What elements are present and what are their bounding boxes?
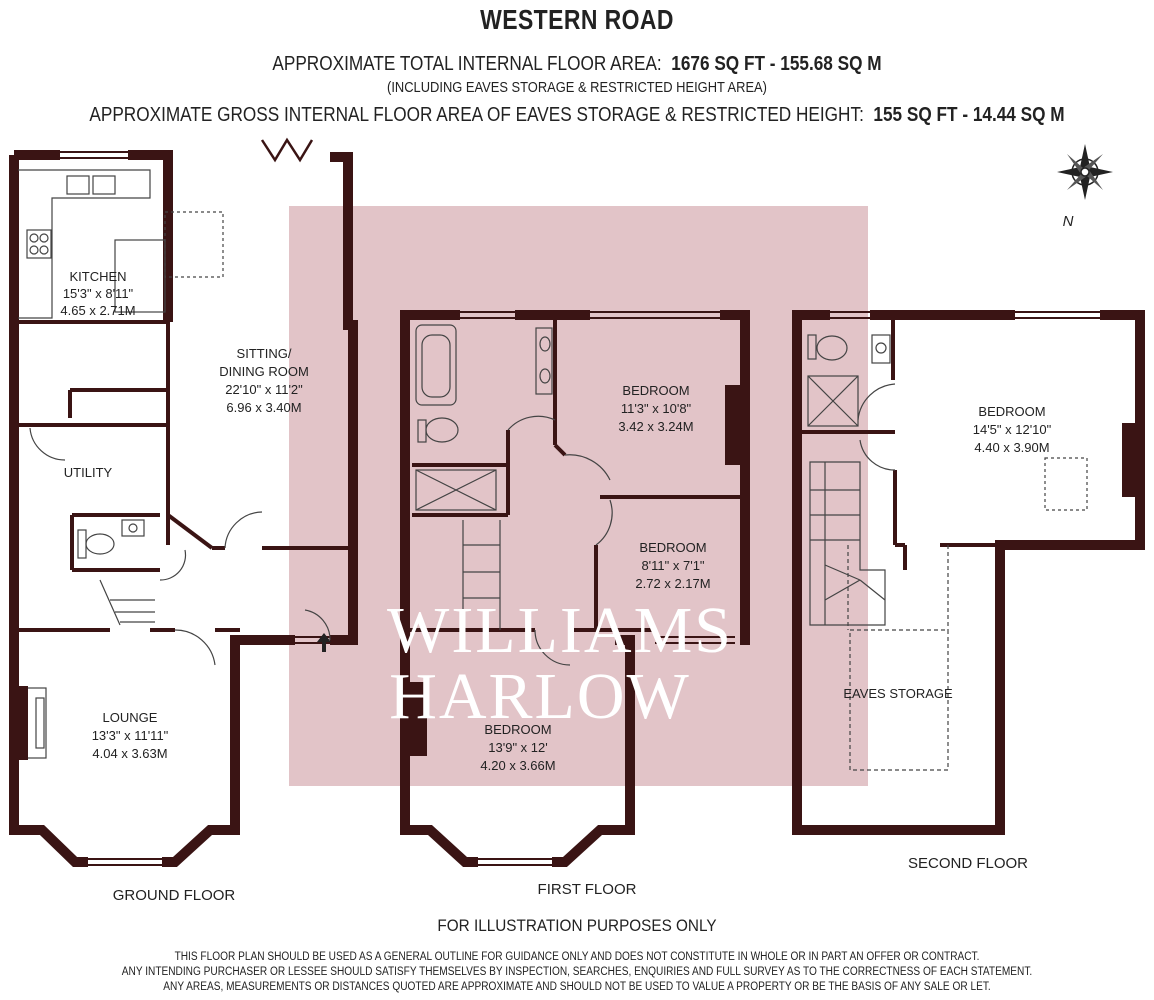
watermark-background: [289, 206, 868, 786]
bedroom-c-name: BEDROOM: [484, 722, 551, 737]
kitchen-imperial: 15'3" x 8'11": [63, 286, 134, 301]
bedroom-a-label: BEDROOM 11'3" x 10'8" 3.42 x 3.24M: [618, 383, 693, 434]
second-bedroom-chimney: [1122, 423, 1138, 497]
second-bedroom-metric: 4.40 x 3.90M: [974, 440, 1049, 455]
bedroom-c-metric: 4.20 x 3.66M: [480, 758, 555, 773]
eaves-area-line: APPROXIMATE GROSS INTERNAL FLOOR AREA OF…: [81, 104, 1073, 127]
bedroom-a-imperial: 11'3" x 10'8": [621, 401, 692, 416]
disclaimer-line-2: ANY INTENDING PURCHASER OR LESSEE SHOULD…: [121, 966, 1033, 978]
kitchen-metric: 4.65 x 2.71M: [60, 303, 135, 318]
eaves-storage-name: EAVES STORAGE: [843, 686, 953, 701]
eaves-area-value: 155 SQ FT - 14.44 SQ M: [873, 104, 1065, 126]
bedroom-chimney: [725, 385, 741, 465]
second-floor-plan: [792, 310, 1145, 835]
bedroom-c-imperial: 13'9" x 12': [488, 740, 547, 755]
second-bedroom-label: BEDROOM 14'5" x 12'10" 4.40 x 3.90M: [973, 404, 1052, 455]
bedroom-b-name: BEDROOM: [639, 540, 706, 555]
compass-north-label: N: [1063, 213, 1074, 230]
sitting-room-label: SITTING/ DINING ROOM 22'10" x 11'2" 6.96…: [219, 346, 309, 415]
disclaimer-line-1: THIS FLOOR PLAN SHOULD BE USED AS A GENE…: [174, 951, 980, 963]
bedroom-b-label: BEDROOM 8'11" x 7'1" 2.72 x 2.17M: [635, 540, 710, 591]
kitchen-label: KITCHEN 15'3" x 8'11" 4.65 x 2.71M: [60, 269, 135, 318]
entrance-arrow-icon: [317, 633, 331, 652]
total-area-line: APPROXIMATE TOTAL INTERNAL FLOOR AREA: 1…: [81, 53, 1073, 76]
watermark-line1: WILLIAMS: [387, 594, 733, 667]
bedroom-a-name: BEDROOM: [622, 383, 689, 398]
bedroom-b-metric: 2.72 x 2.17M: [635, 576, 710, 591]
bedroom-c-label: BEDROOM 13'9" x 12' 4.20 x 3.66M: [480, 722, 555, 773]
second-bedroom-name: BEDROOM: [978, 404, 1045, 419]
lounge-chimney-breast: [18, 686, 28, 760]
lounge-metric: 4.04 x 3.63M: [92, 746, 167, 761]
total-area-value: 1676 SQ FT - 155.68 SQ M: [671, 53, 882, 75]
sitting-metric: 6.96 x 3.40M: [226, 400, 301, 415]
disclaimer-line-3: ANY AREAS, MEASUREMENTS OR DISTANCES QUO…: [163, 981, 991, 993]
first-bedroom-chimney: [407, 682, 427, 756]
watermark-line2: HARLOW: [389, 660, 691, 733]
plan-title: WESTERN ROAD: [480, 4, 674, 35]
first-floor-label: FIRST FLOOR: [538, 881, 637, 898]
lounge-imperial: 13'3" x 11'11": [92, 728, 169, 743]
lounge-label: LOUNGE 13'3" x 11'11" 4.04 x 3.63M: [92, 710, 169, 761]
kitchen-name: KITCHEN: [69, 269, 126, 284]
eaves-area-label: APPROXIMATE GROSS INTERNAL FLOOR AREA OF…: [89, 104, 864, 126]
lounge-name: LOUNGE: [103, 710, 158, 725]
second-floor-label: SECOND FLOOR: [908, 855, 1028, 872]
sitting-name-1: SITTING/: [237, 346, 292, 361]
sitting-name-2: DINING ROOM: [219, 364, 309, 379]
area-note: (INCLUDING EAVES STORAGE & RESTRICTED HE…: [387, 79, 767, 96]
illustration-note: FOR ILLUSTRATION PURPOSES ONLY: [437, 916, 717, 935]
utility-name: UTILITY: [64, 465, 113, 480]
second-bedroom-imperial: 14'5" x 12'10": [973, 422, 1052, 437]
sitting-imperial: 22'10" x 11'2": [225, 382, 303, 397]
bedroom-b-imperial: 8'11" x 7'1": [641, 558, 704, 573]
compass-rose-icon: [1057, 144, 1113, 200]
first-floor-plan: [400, 310, 750, 867]
total-area-label: APPROXIMATE TOTAL INTERNAL FLOOR AREA:: [272, 53, 662, 75]
ground-floor-label: GROUND FLOOR: [113, 887, 236, 904]
bedroom-a-metric: 3.42 x 3.24M: [618, 419, 693, 434]
